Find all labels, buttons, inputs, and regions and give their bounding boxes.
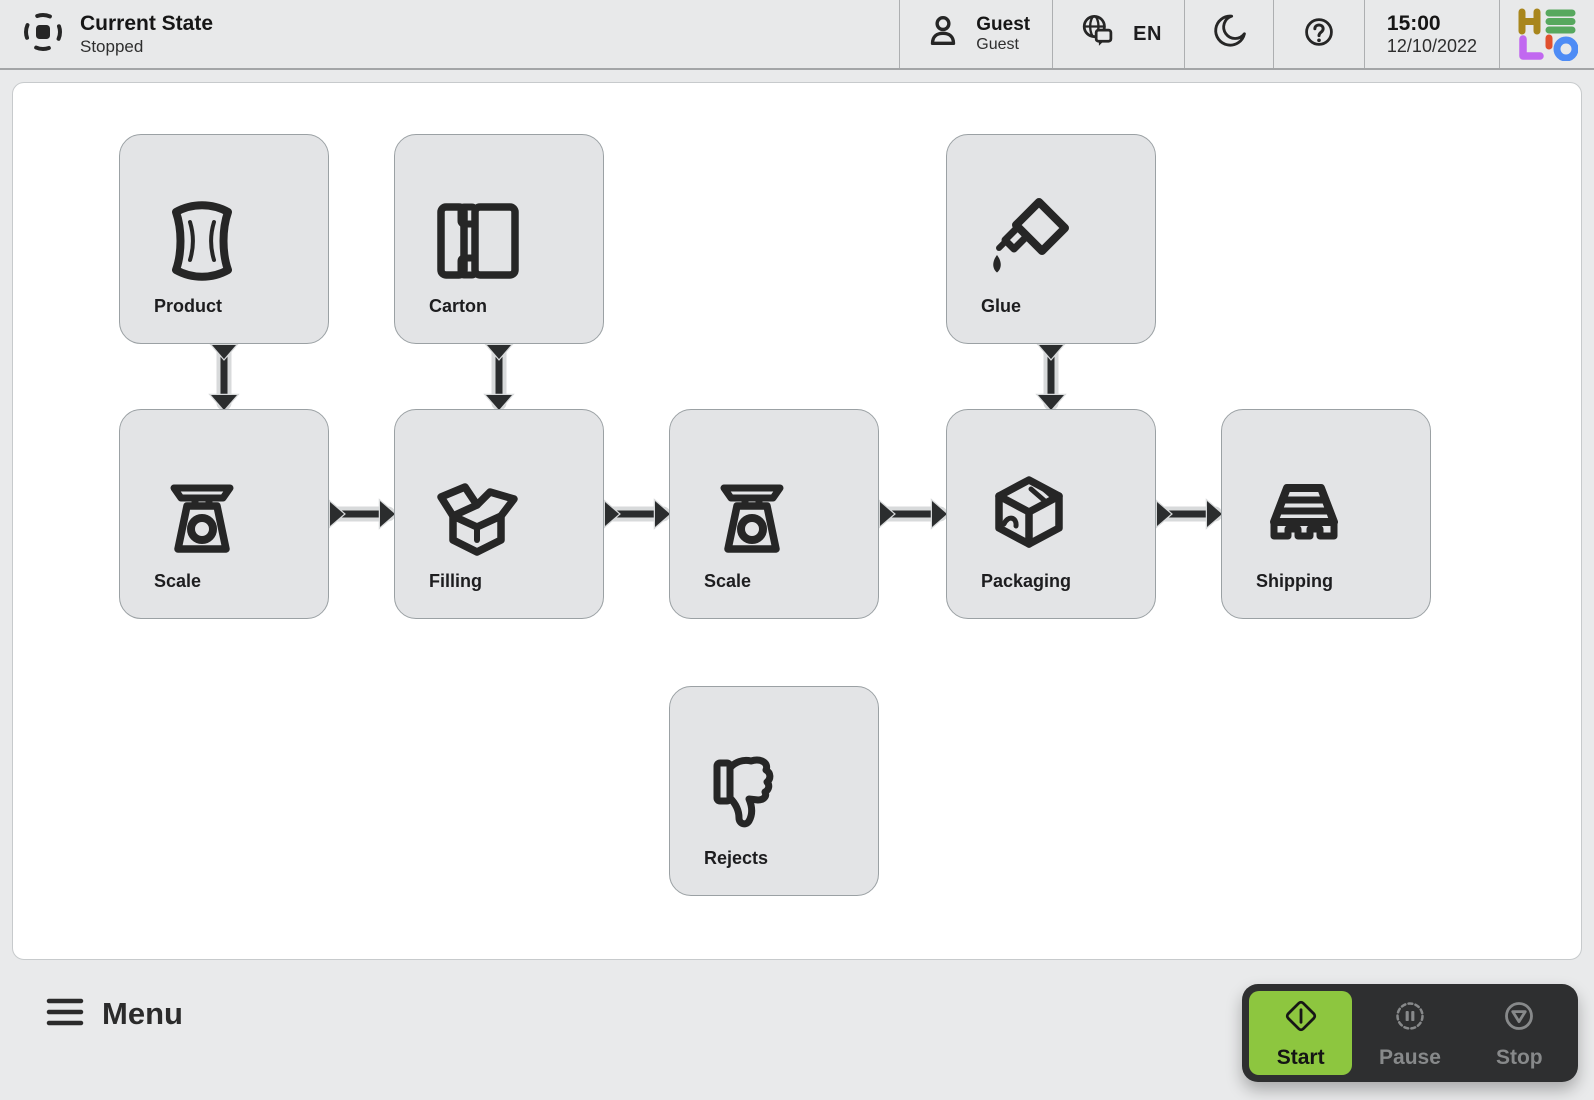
stop-circle-icon	[1499, 996, 1539, 1041]
node-label: Scale	[154, 571, 202, 591]
help-button[interactable]	[1272, 0, 1364, 68]
node-label: Shipping	[1256, 571, 1333, 591]
edge-glue-packaging	[1035, 338, 1067, 412]
node-label: Carton	[429, 296, 487, 316]
clock-block: 15:00 12/10/2022	[1363, 0, 1499, 68]
brand-logo	[1499, 0, 1594, 68]
pause-dashed-icon	[1390, 996, 1430, 1041]
pause-label: Pause	[1379, 1046, 1441, 1069]
edge-product-scale	[208, 338, 240, 412]
user-name: Guest	[976, 13, 1031, 35]
thumbs-down-icon	[713, 756, 774, 828]
node-scale-2[interactable]: Scale	[669, 409, 879, 619]
edge-packaging-shipping	[1150, 498, 1224, 530]
scale-icon	[720, 484, 784, 553]
bag-icon	[172, 201, 232, 281]
moon-icon	[1207, 10, 1251, 59]
globe-chat-icon	[1075, 9, 1121, 60]
node-label: Filling	[429, 571, 482, 591]
stop-button[interactable]: Stop	[1468, 991, 1571, 1075]
language-code: EN	[1133, 22, 1162, 45]
start-button[interactable]: Start	[1249, 991, 1353, 1075]
pause-button[interactable]: Pause	[1358, 991, 1461, 1075]
carton-blank-icon	[437, 203, 519, 279]
open-box-icon	[437, 483, 518, 556]
user-icon	[922, 11, 964, 58]
user-button[interactable]: Guest Guest	[899, 0, 1052, 68]
question-icon	[1296, 9, 1342, 60]
current-state-title: Current State	[80, 11, 214, 35]
node-label: Rejects	[704, 848, 769, 868]
hamburger-icon	[46, 997, 84, 1032]
dark-mode-button[interactable]	[1183, 0, 1273, 68]
scale-icon	[170, 484, 234, 553]
glue-bottle-icon	[993, 198, 1069, 273]
start-diamond-icon	[1281, 996, 1321, 1041]
current-state-block: Current State Stopped	[0, 0, 213, 68]
node-label: Glue	[981, 296, 1022, 316]
flow-canvas: Product Carton Glue Scale	[12, 82, 1582, 960]
edge-filling-scale	[598, 498, 672, 530]
node-product[interactable]: Product	[119, 134, 329, 344]
menu-button[interactable]: Menu	[46, 996, 183, 1032]
node-label: Product	[154, 296, 223, 316]
node-shipping[interactable]: Shipping	[1221, 409, 1431, 619]
machine-controls: Start Pause Stop	[1242, 984, 1578, 1082]
node-filling[interactable]: Filling	[394, 409, 604, 619]
node-scale-1[interactable]: Scale	[119, 409, 329, 619]
current-state-value: Stopped	[80, 36, 144, 56]
edge-scale-packaging	[873, 498, 949, 530]
edge-scale-filling	[323, 498, 397, 530]
node-carton[interactable]: Carton	[394, 134, 604, 344]
stop-label: Stop	[1495, 1046, 1543, 1069]
edge-carton-filling	[483, 338, 515, 412]
time-value: 15:00	[1386, 11, 1441, 35]
date-value: 12/10/2022	[1386, 35, 1477, 56]
start-label: Start	[1276, 1046, 1325, 1069]
closed-box-icon	[995, 476, 1063, 548]
stopped-state-icon	[20, 9, 66, 60]
node-label: Scale	[704, 571, 752, 591]
user-role: Guest	[976, 35, 1019, 53]
pallet-icon	[1270, 484, 1338, 540]
language-button[interactable]: EN	[1052, 0, 1184, 68]
node-rejects[interactable]: Rejects	[669, 686, 879, 896]
node-packaging[interactable]: Packaging	[946, 409, 1156, 619]
menu-label: Menu	[102, 996, 183, 1031]
helio-logo-icon	[1518, 8, 1578, 61]
node-glue[interactable]: Glue	[946, 134, 1156, 344]
node-label: Packaging	[981, 571, 1072, 591]
top-bar: Current State Stopped Guest Guest	[0, 0, 1594, 70]
